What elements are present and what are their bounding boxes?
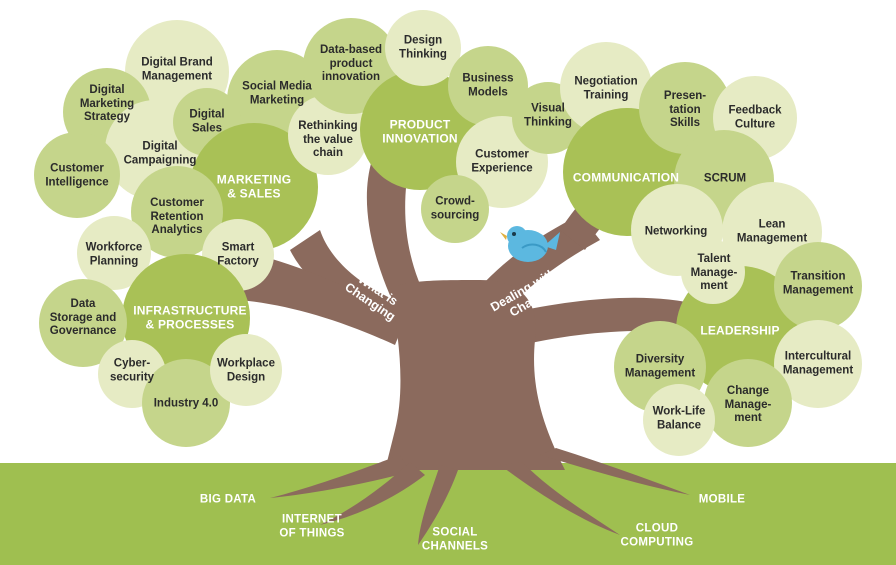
leaf-workforce <box>77 216 151 290</box>
leaf-databased <box>303 18 399 114</box>
leaf-transition <box>774 242 862 330</box>
leaf-product-innovation <box>360 70 480 190</box>
leaf-presentation <box>639 62 731 154</box>
leaf-worklife <box>643 384 715 456</box>
leaf-circles <box>34 10 862 456</box>
leaf-workplace <box>210 334 282 406</box>
leaf-customer-intelligence <box>34 132 120 218</box>
leaf-data-storage <box>39 279 127 367</box>
leaf-crowdsourcing <box>421 175 489 243</box>
bird-icon <box>500 226 560 262</box>
leaf-customer-retention <box>131 166 223 258</box>
leaf-design-thinking <box>385 10 461 86</box>
leaf-talent <box>681 240 745 304</box>
leaf-intercultural <box>774 320 862 408</box>
leaf-industry40 <box>142 359 230 447</box>
tree-trunk <box>240 160 700 545</box>
leaf-rethinking <box>288 95 368 175</box>
leaf-business-models <box>448 46 528 126</box>
leaf-change <box>704 359 792 447</box>
